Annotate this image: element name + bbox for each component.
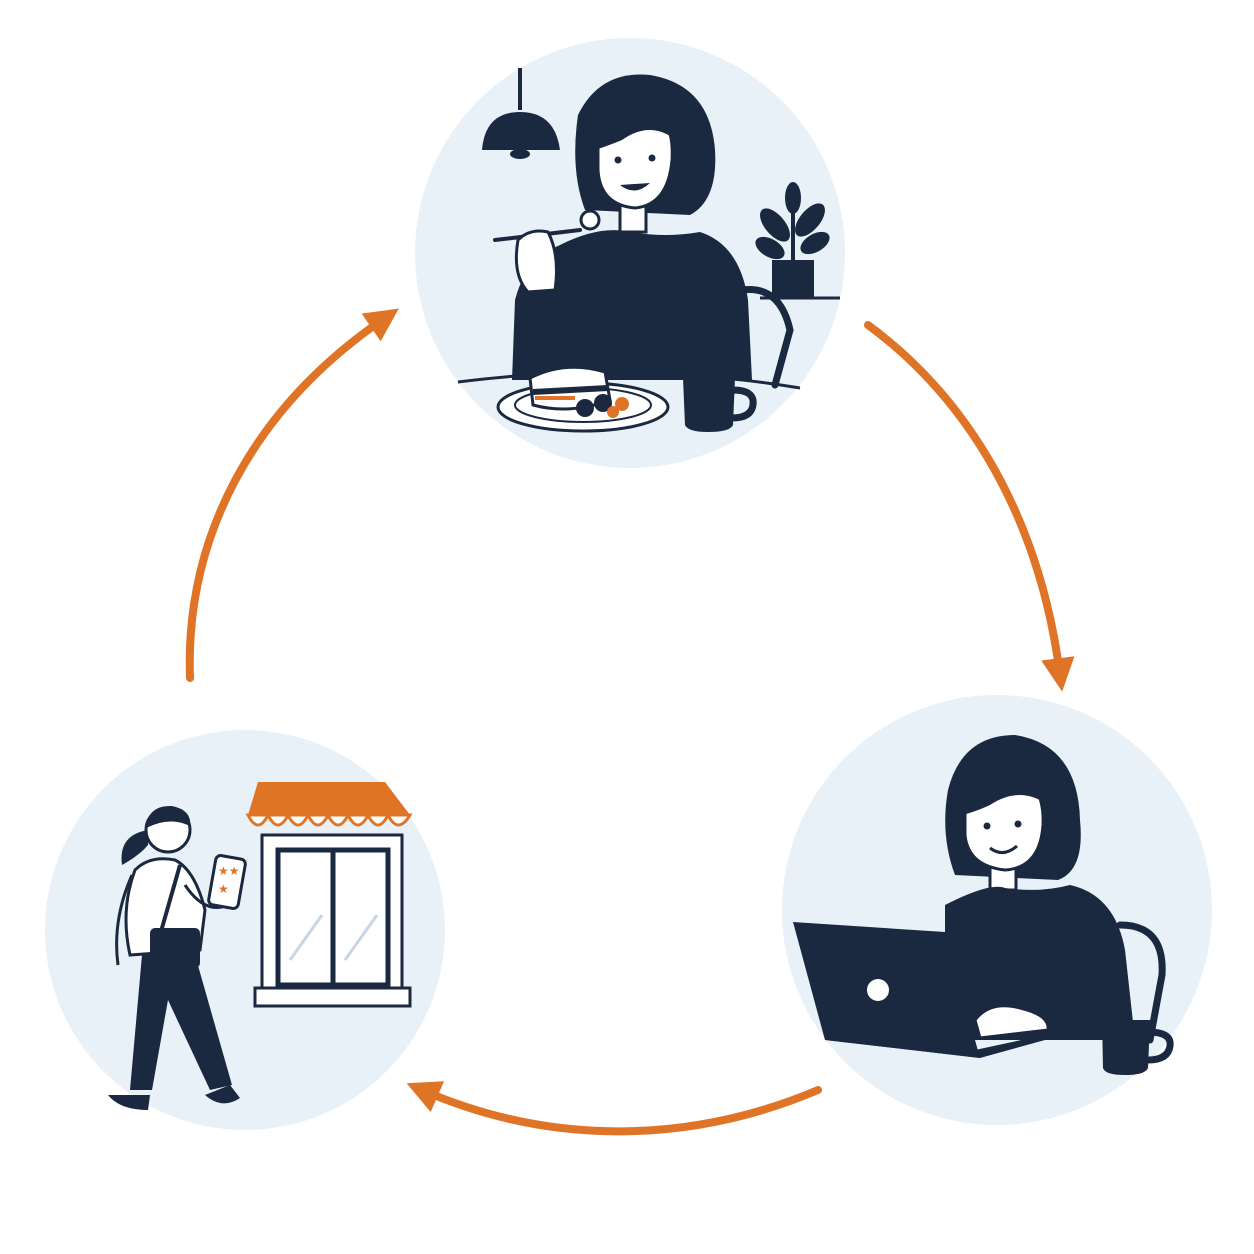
coffee-mug-icon: [1102, 1020, 1174, 1075]
stage-review: [782, 695, 1212, 1125]
pendant-lamp-icon: [482, 68, 560, 159]
chair-icon: [738, 286, 794, 389]
laptop-icon: [793, 922, 1045, 1058]
flow-arrow-dine-to-review: [864, 321, 1075, 692]
woman-eating-figure: [493, 74, 752, 380]
potted-plant-icon: [755, 182, 840, 300]
chair-icon: [1116, 921, 1166, 1044]
rating-star-icon: ★★: [218, 864, 240, 878]
flow-arrow-review-to-visit: [406, 1081, 822, 1136]
woman-walking-figure: [108, 805, 240, 1110]
storefront-icon: [245, 782, 413, 1008]
smartphone-rating-icon: ★★ ★: [207, 854, 247, 910]
stage-dine: [415, 38, 845, 468]
coffee-mug-icon: [683, 378, 757, 432]
flow-arrow-visit-to-dine: [185, 308, 399, 682]
storefront-awning-icon: [248, 782, 410, 815]
stage-visit: ★★ ★: [45, 730, 445, 1130]
plate-of-food-icon: [496, 365, 670, 433]
rating-star-icon: ★: [218, 882, 229, 896]
